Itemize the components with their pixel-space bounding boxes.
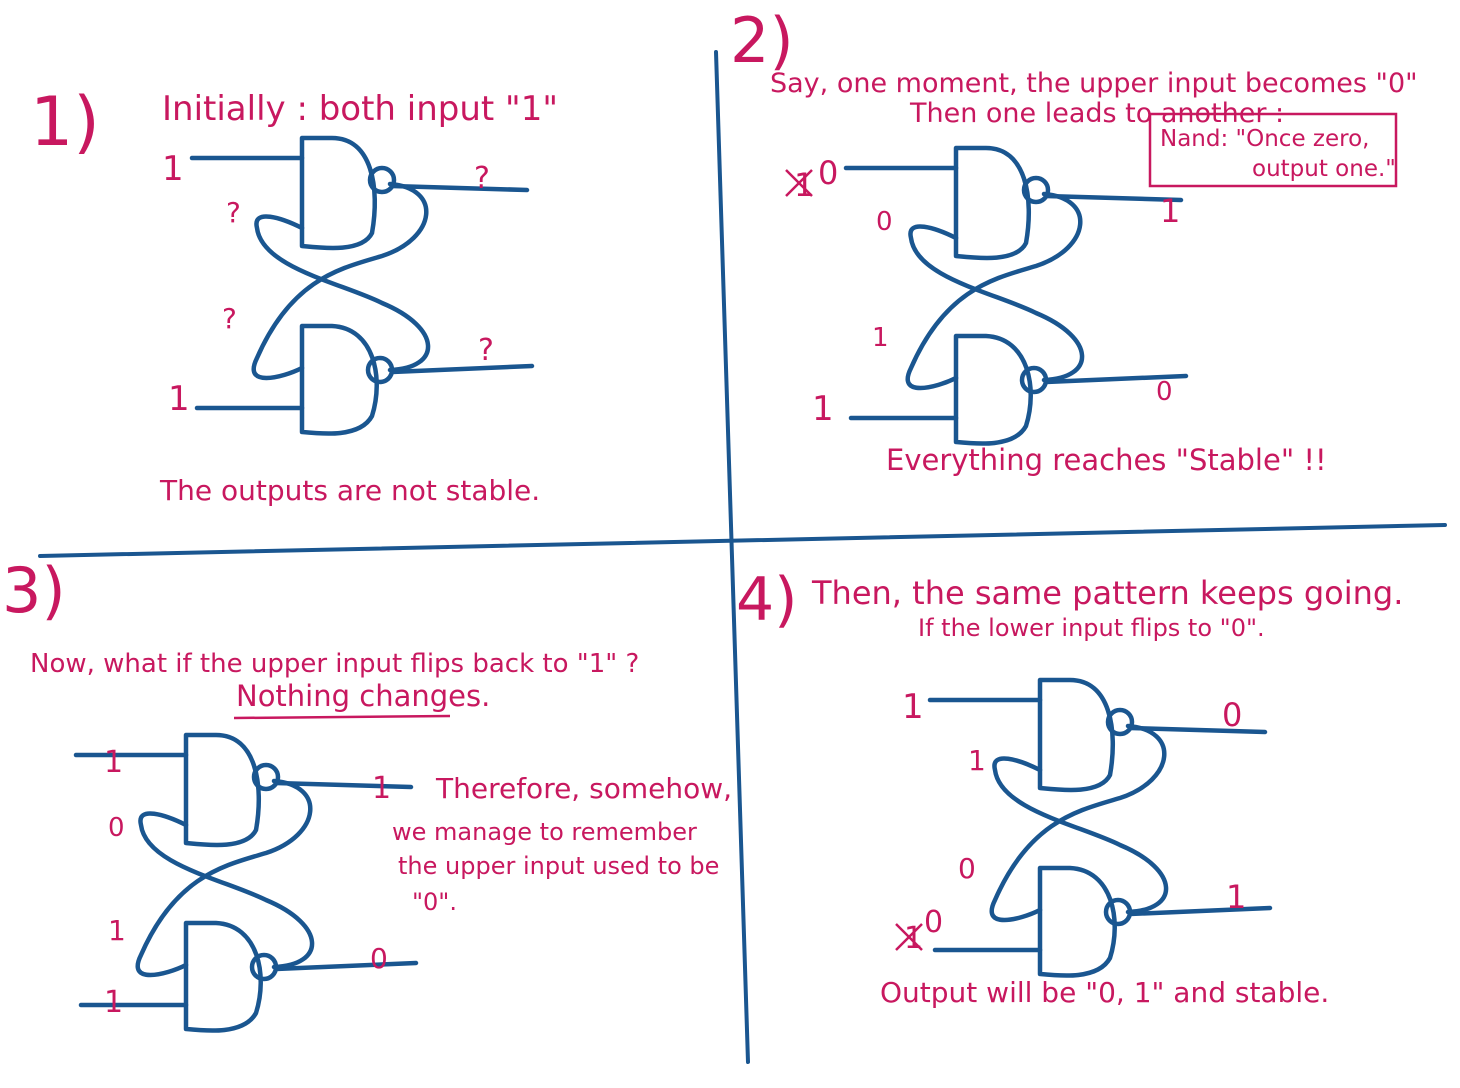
panel-2-upper-input-label: 0 [818, 154, 838, 192]
quadrant-dividers [38, 50, 1447, 1064]
panel-3-latch [76, 735, 416, 1031]
panel-2-upper-output-label: 1 [1160, 192, 1180, 230]
horizontal-divider [38, 523, 1447, 558]
panel-1-number: 1) [30, 83, 100, 162]
panel-2-note-line2: output one." [1252, 156, 1396, 182]
panel-3: 3) Now, what if the upper input flips ba… [2, 554, 732, 1031]
panel-3-note-line2: we manage to remember [392, 818, 697, 846]
panel-1-upper-feedback-label: ? [226, 196, 241, 229]
panel-3-subtitle-underline [233, 714, 451, 720]
panel-3-lower-output-label: 0 [370, 942, 388, 975]
panel-4-subtitle: If the lower input flips to "0". [918, 614, 1265, 642]
panel-1-caption: The outputs are not stable. [159, 474, 540, 507]
panel-1: 1) Initially : both input "1" 1 1 ? ? ? … [30, 83, 558, 507]
panel-2-number: 2) [730, 4, 794, 77]
panel-4-caption: Output will be "0, 1" and stable. [880, 976, 1329, 1009]
panel-2-caption: Everything reaches "Stable" !! [886, 443, 1327, 477]
vertical-divider [714, 50, 750, 1064]
panel-4-lower-feedback-label: 0 [958, 852, 976, 885]
panel-2: 2) Say, one moment, the upper input beco… [730, 4, 1418, 477]
panel-4-number: 4) [736, 565, 798, 635]
panel-4-latch [930, 680, 1270, 976]
panel-3-lower-input-label: 1 [104, 985, 123, 1020]
panel-4-title: Then, the same pattern keeps going. [811, 574, 1403, 612]
panel-1-upper-input-label: 1 [162, 149, 184, 189]
panel-3-note-line4: "0". [412, 888, 457, 916]
panel-4-upper-feedback-label: 1 [968, 744, 986, 777]
panel-3-lower-feedback-label: 1 [108, 914, 126, 947]
panel-1-lower-input-label: 1 [168, 379, 190, 419]
panel-2-lower-output-label: 0 [1156, 377, 1173, 407]
panel-4-lower-input-label: 0 [924, 905, 943, 940]
panel-1-lower-feedback-label: ? [222, 302, 237, 335]
panel-2-lower-input-label: 1 [812, 389, 834, 429]
panel-3-number: 3) [2, 554, 66, 627]
panel-3-upper-feedback-label: 0 [108, 813, 125, 843]
panel-3-note-line3: the upper input used to be [398, 852, 719, 880]
panel-4: 4) Then, the same pattern keeps going. I… [736, 565, 1403, 1009]
panel-4-strike-2 [895, 923, 923, 951]
panel-2-latch [846, 148, 1186, 444]
panel-2-upper-feedback-label: 0 [876, 207, 893, 237]
panel-4-upper-input-label: 1 [902, 687, 924, 727]
panel-2-title-line1: Say, one moment, the upper input becomes… [770, 68, 1418, 99]
panel-3-subtitle: Nothing changes. [236, 679, 490, 713]
panel-4-lower-output-label: 1 [1226, 878, 1246, 916]
panel-3-note-line1: Therefore, somehow, [435, 772, 732, 805]
panel-2-note-line1: Nand: "Once zero, [1160, 126, 1369, 152]
panel-3-title: Now, what if the upper input flips back … [30, 649, 639, 679]
panel-1-lower-output-label: ? [478, 333, 494, 368]
panel-3-upper-input-label: 1 [104, 745, 123, 780]
panel-1-upper-output-label: ? [474, 161, 490, 196]
panel-2-lower-feedback-label: 1 [872, 323, 889, 353]
panel-2-strike-2 [785, 169, 813, 197]
panel-2-note-box [1148, 112, 1398, 188]
panel-4-upper-output-label: 0 [1222, 696, 1242, 734]
panel-3-upper-output-label: 1 [372, 771, 391, 806]
panel-1-title: Initially : both input "1" [162, 89, 558, 129]
